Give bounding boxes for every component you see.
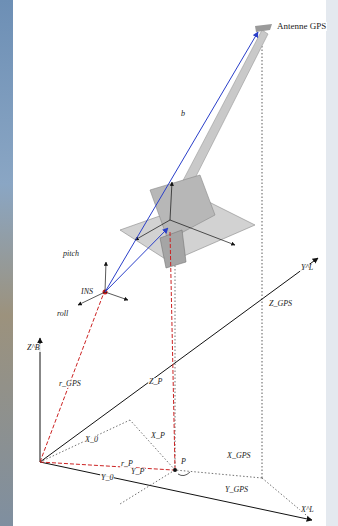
symbol-label: r_P	[120, 460, 134, 468]
position-vector	[40, 462, 173, 470]
antenna-boom	[178, 30, 268, 196]
aircraft-body	[150, 175, 215, 240]
projection-line	[120, 470, 175, 504]
lever-arm	[105, 32, 258, 292]
symbol-label: Y_0	[100, 474, 114, 482]
symbol-label: X^L	[300, 506, 315, 514]
sensor-head	[160, 230, 186, 268]
ins-axis	[105, 292, 128, 300]
body-axis	[135, 220, 170, 240]
ins-axis	[105, 262, 106, 292]
lever-arm	[105, 228, 168, 292]
symbol-label: pitch	[62, 250, 80, 258]
projection-line	[175, 470, 262, 478]
symbol-label: Z_P	[148, 378, 163, 386]
antenna-label: Antenne GPS	[276, 22, 327, 31]
symbol-label: Y_P	[130, 468, 145, 476]
gps-antenna	[255, 24, 272, 32]
projection-line	[262, 32, 263, 478]
body-axis	[170, 182, 172, 220]
symbol-label: Z^B	[26, 344, 41, 352]
x-axis	[40, 462, 312, 520]
symbol-label: Z_GPS	[268, 300, 293, 308]
ground-point	[173, 468, 177, 472]
symbol-label: X_GPS	[226, 452, 252, 460]
y-axis	[40, 258, 318, 462]
projection-line	[130, 420, 175, 470]
position-vector	[40, 295, 103, 462]
laser-vector	[170, 232, 175, 468]
body-axis	[170, 220, 235, 245]
symbol-label: INS	[80, 288, 94, 296]
symbol-label: b	[180, 110, 186, 118]
symbol-label: r_GPS	[58, 380, 82, 388]
z-axis	[40, 338, 41, 462]
photo-strip	[326, 0, 338, 526]
symbol-label: X_P	[150, 432, 166, 440]
symbol-label: P	[180, 458, 187, 466]
photo-strip	[0, 0, 13, 526]
symbol-label: Y_GPS	[224, 486, 249, 494]
terrain-mark	[178, 472, 190, 476]
symbol-label: X_0	[84, 436, 99, 444]
symbol-label: Y^L	[300, 264, 314, 272]
symbol-label: roll	[56, 310, 69, 318]
